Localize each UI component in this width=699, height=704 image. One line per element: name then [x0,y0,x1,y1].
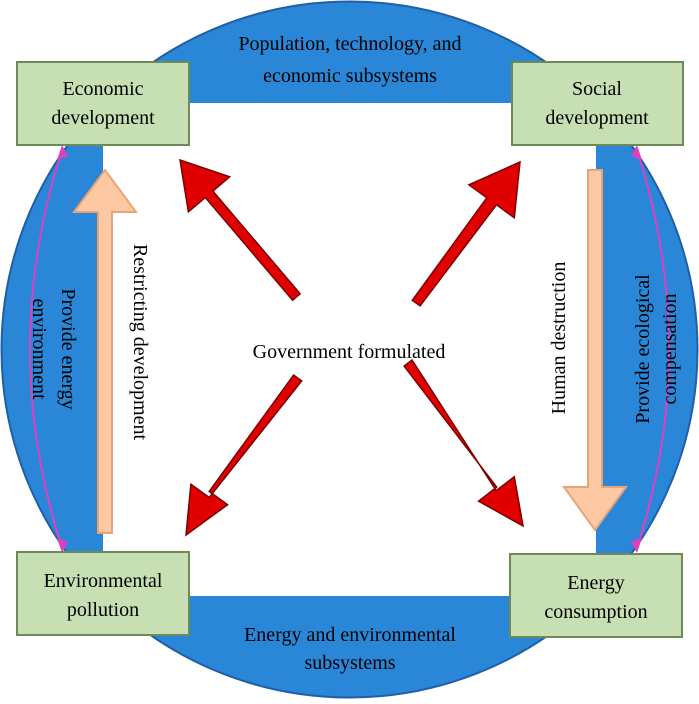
social-line2: development [545,107,649,129]
right-magenta-arrowhead-bottom [631,538,642,553]
economic-line1: Economic [62,78,143,100]
red-arrow-to-consumption [403,358,525,528]
restricting-development-arrow [72,168,138,534]
right-magenta-arrowhead-top [631,145,642,160]
right-ring-line1: Provide ecological [632,274,654,424]
consumption-line1: Energy [567,572,624,594]
red-arrow-to-economic [179,158,302,302]
box-economic-development [16,61,190,146]
government-formulated-label: Government formulated [253,341,446,363]
human-destruction-arrow [562,169,628,532]
economic-line2: development [51,107,155,129]
pollution-line2: pollution [67,599,139,621]
consumption-line2: consumption [544,601,647,623]
top-subsystem-line2: economic subsystems [263,65,437,87]
bottom-subsystem-line2: subsystems [304,652,395,674]
box-energy-consumption [509,553,683,638]
left-magenta-arrowhead-bottom [57,538,68,553]
left-ring-line2: environment [28,298,50,400]
left-ring-line1: Provide energy [57,288,79,409]
left-magenta-arc [29,149,63,549]
box-social-development [511,61,684,146]
box-environmental-pollution [16,551,190,636]
right-ring-line2: compensation [659,293,681,404]
restricting-development-label: Restricting development [129,244,151,441]
human-destruction-label: Human destruction [548,262,570,415]
left-magenta-arrowhead-top [57,145,68,160]
bottom-subsystem-line1: Energy and environmental [244,624,456,646]
social-line1: Social [572,78,622,100]
red-arrow-to-pollution [185,374,303,537]
red-arrow-to-social [411,160,521,307]
top-subsystem-line1: Population, technology, and [238,33,461,55]
right-magenta-arc [636,149,670,549]
pollution-line1: Environmental [44,570,163,592]
